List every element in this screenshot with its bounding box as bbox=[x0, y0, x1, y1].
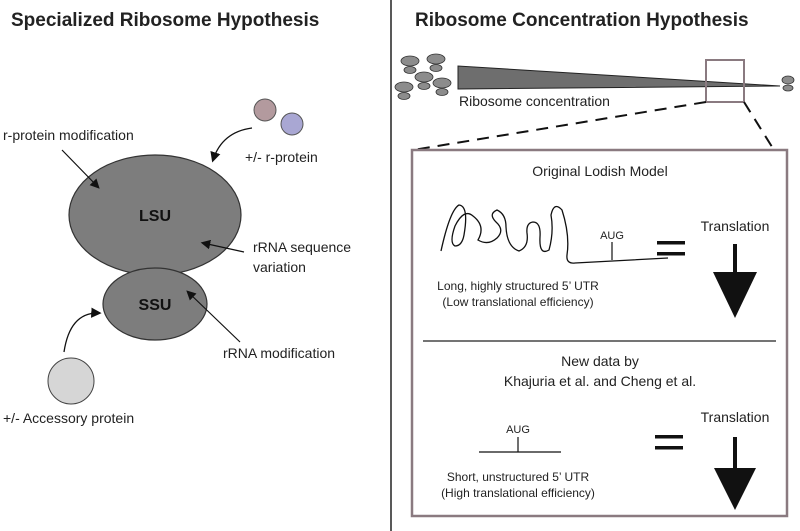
left-panel-title: Specialized Ribosome Hypothesis bbox=[11, 10, 319, 31]
rrna-sequence-variation-label-2: variation bbox=[253, 259, 306, 275]
single-ribosome-icon bbox=[781, 75, 795, 92]
translation-label-bottom: Translation bbox=[701, 409, 770, 425]
accessory-protein-arrow-icon bbox=[63, 307, 102, 353]
short-utr-label-1: Short, unstructured 5’ UTR bbox=[447, 470, 590, 484]
down-arrow-icon-bottom bbox=[714, 437, 756, 510]
r-protein-modification-label: r-protein modification bbox=[3, 127, 134, 143]
structured-mrna-icon bbox=[440, 204, 669, 264]
zoom-line-right bbox=[743, 101, 775, 151]
gradient-label: Ribosome concentration bbox=[459, 93, 610, 109]
inset-panel bbox=[410, 148, 789, 518]
r-protein-label: +/- r-protein bbox=[245, 149, 318, 165]
long-utr-label-2: (Low translational efficiency) bbox=[442, 295, 593, 309]
accessory-protein-label: +/- Accessory protein bbox=[3, 410, 134, 426]
left-panel: Specialized Ribosome Hypothesis +/- r-pr… bbox=[3, 10, 351, 426]
aug-label-bottom: AUG bbox=[506, 424, 530, 436]
right-panel-title: Ribosome Concentration Hypothesis bbox=[415, 10, 749, 31]
new-data-label-1: New data by bbox=[561, 353, 639, 369]
r-protein-modification-arrow-icon bbox=[61, 149, 100, 189]
zoom-line-left bbox=[412, 101, 707, 151]
ribosome-cluster-icon bbox=[394, 53, 452, 100]
rrna-sequence-variation-label-1: rRNA sequence bbox=[253, 239, 351, 255]
new-data-label-2: Khajuria et al. and Cheng et al. bbox=[504, 373, 696, 389]
rrna-modification-arrow-icon bbox=[186, 290, 241, 343]
translation-label-top: Translation bbox=[701, 218, 770, 234]
accessory-protein-icon bbox=[47, 357, 95, 405]
equals-icon-top bbox=[657, 241, 685, 256]
equals-icon-bottom bbox=[655, 435, 683, 450]
down-arrow-icon-top bbox=[713, 244, 757, 318]
ssu-subunit bbox=[102, 267, 208, 341]
long-utr-label-1: Long, highly structured 5’ UTR bbox=[437, 279, 599, 293]
r-protein-arrow-icon bbox=[210, 127, 253, 163]
r-protein-icon-1 bbox=[253, 98, 277, 122]
aug-label-top: AUG bbox=[600, 230, 624, 242]
short-utr-label-2: (High translational efficiency) bbox=[441, 486, 595, 500]
lsu-label: LSU bbox=[139, 208, 171, 225]
rrna-modification-label: rRNA modification bbox=[223, 345, 335, 361]
right-panel: Ribosome Concentration Hypothesis Riboso… bbox=[394, 10, 795, 518]
ssu-label: SSU bbox=[139, 297, 172, 314]
zoom-box bbox=[705, 59, 745, 103]
ribosome-concentration-gradient bbox=[457, 65, 781, 90]
rrna-sequence-variation-arrow-icon bbox=[200, 239, 245, 253]
r-protein-icon-2 bbox=[280, 112, 304, 136]
original-model-title: Original Lodish Model bbox=[532, 163, 667, 179]
